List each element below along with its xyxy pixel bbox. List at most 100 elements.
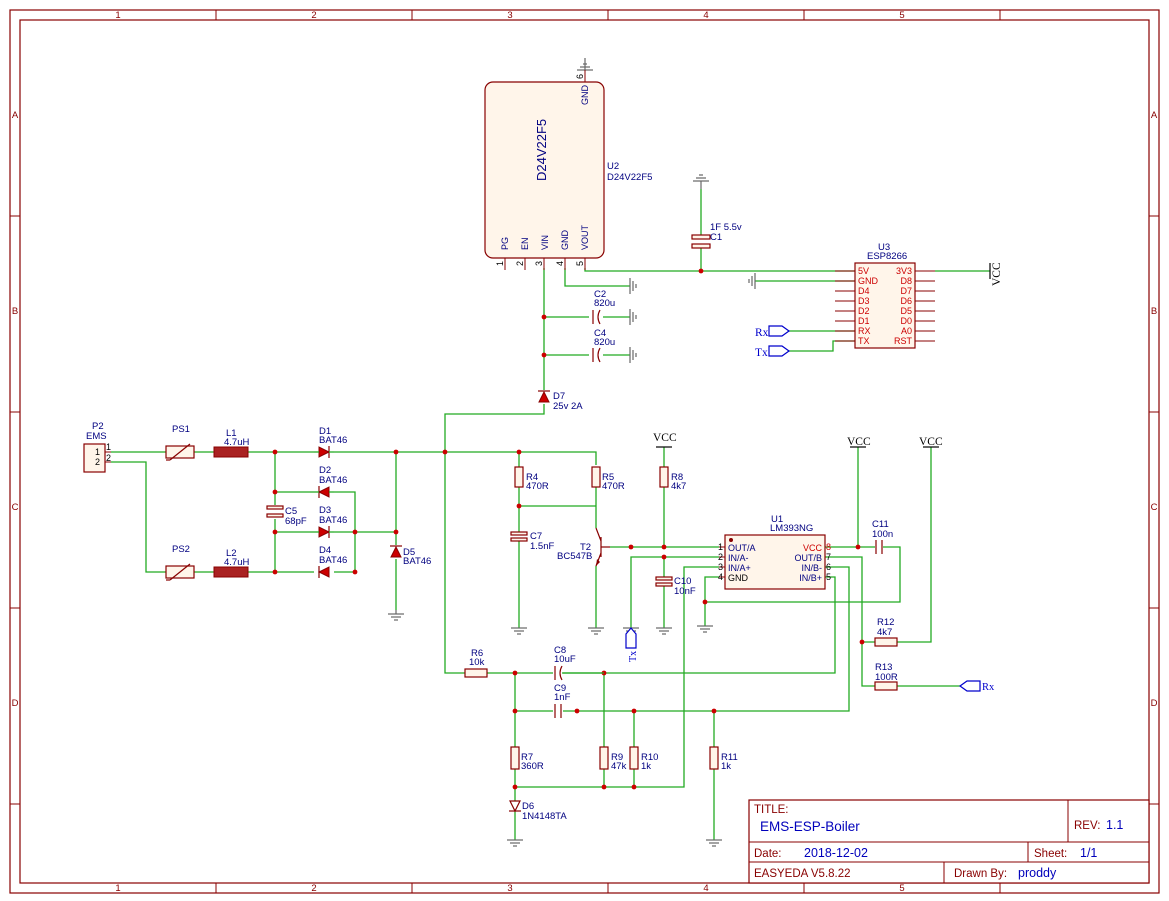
tx-label-comparator: Tx	[628, 651, 639, 662]
d1-diode[interactable]: D1 BAT46	[314, 426, 347, 458]
ps2-polyfuse[interactable]: PS2	[165, 544, 195, 581]
ground-icon	[656, 627, 672, 635]
r4-resistor[interactable]: R4 470R	[514, 466, 549, 492]
c2-capacitor[interactable]: C2 820u	[592, 289, 615, 325]
u2-pin3-name: VIN	[540, 235, 550, 250]
u1-pin1-name: OUT/A	[728, 543, 756, 553]
c7-ref: C7	[530, 531, 542, 542]
u2-regulator[interactable]: D24V22F5 PG EN VIN GND VOUT GND 1 2 3 4 …	[484, 70, 652, 270]
ground-icon	[507, 839, 523, 847]
c10-ref: C10	[674, 576, 691, 587]
d4-ref: D4	[319, 545, 331, 556]
frame-col-1-bottom: 1	[115, 883, 120, 894]
d7-diode[interactable]: D7 25v 2A	[538, 390, 583, 412]
r7-resistor[interactable]: R7 360R	[510, 746, 544, 772]
c1-value: 1F 5.5v	[710, 222, 742, 233]
u2-pin6-name: GND	[580, 85, 590, 106]
u2-pin1-name: PG	[500, 237, 510, 250]
d4-value: BAT46	[319, 555, 347, 566]
u3-pin-d6: D6	[900, 296, 912, 306]
c2-ref: C2	[594, 289, 606, 300]
d3-value: BAT46	[319, 515, 347, 526]
u1-ref: U1	[771, 514, 783, 525]
c9-capacitor[interactable]: C9 1nF	[554, 683, 571, 718]
r6-ref: R6	[471, 648, 483, 659]
p2-connector[interactable]: 1 2 1 2 P2 EMS	[83, 421, 111, 473]
c5-capacitor[interactable]: C5 68pF	[266, 505, 307, 527]
l2-inductor[interactable]: L2 4.7uH	[213, 548, 249, 578]
d3-diode[interactable]: D3 BAT46	[310, 505, 347, 538]
d6-diode[interactable]: D6 1N4148TA	[509, 800, 567, 822]
r10-ref: R10	[641, 752, 658, 763]
ground-icon	[588, 627, 604, 635]
rx-net-tag-output[interactable]: Rx	[958, 680, 995, 693]
r11-resistor[interactable]: R11 1k	[709, 746, 738, 772]
r9-resistor[interactable]: R9 47k	[599, 746, 627, 772]
c4-value: 820u	[594, 337, 615, 348]
u3-pin-d7: D7	[900, 286, 912, 296]
u2-pin4-number: 4	[555, 261, 565, 266]
frame-col-5-top: 5	[899, 10, 904, 21]
ground-icon	[697, 625, 713, 633]
frame-row-b-left: B	[12, 306, 18, 317]
u1-pin7-name: OUT/B	[794, 553, 822, 563]
l1-inductor[interactable]: L1 4.7uH	[213, 428, 249, 458]
frame-col-1-top: 1	[115, 10, 120, 21]
u3-esp8266[interactable]: 5V GND D4 D3 D2 D1 RX TX 3V3 D8 D7 D6 D5…	[835, 242, 935, 349]
ps1-polyfuse[interactable]: PS1	[165, 424, 195, 461]
frame-col-3-top: 3	[507, 10, 512, 21]
u3-pin-d2: D2	[858, 306, 870, 316]
rx-label-esp: Rx	[755, 327, 769, 339]
t2-transistor[interactable]: T2 BC547B	[557, 527, 610, 567]
r8-resistor[interactable]: R8 4k7	[659, 466, 686, 492]
rev-label: REV:	[1074, 820, 1100, 832]
c2-value: 820u	[594, 298, 615, 309]
d1-ref: D1	[319, 426, 331, 437]
title-block: TITLE: EMS-ESP-Boiler REV: 1.1 Date: 201…	[748, 799, 1150, 884]
d4-diode[interactable]: D4 BAT46	[317, 545, 347, 578]
frame-row-a-left: A	[12, 110, 19, 121]
u1-pin7-number: 7	[826, 552, 831, 562]
r13-resistor[interactable]: R13 100R	[874, 662, 898, 691]
d2-value: BAT46	[319, 475, 347, 486]
ground-icon	[629, 347, 637, 363]
tx-net-tag-esp[interactable]: Tx	[755, 345, 791, 359]
c4-capacitor[interactable]: C4 820u	[592, 328, 615, 363]
r5-value: 470R	[602, 481, 625, 492]
c11-ref: C11	[872, 519, 889, 530]
r10-resistor[interactable]: R10 1k	[629, 746, 658, 772]
ground-icon	[629, 309, 637, 325]
c9-value: 1nF	[554, 692, 571, 703]
c7-capacitor[interactable]: C7 1.5nF	[510, 531, 554, 552]
p2-pin1-right: 1	[106, 442, 111, 452]
r11-value: 1k	[721, 761, 731, 772]
drawn-by-label: Drawn By:	[954, 868, 1007, 880]
d7-value: 25v 2A	[553, 401, 583, 412]
r5-resistor[interactable]: R5 470R	[591, 466, 625, 492]
p2-ref: P2	[92, 421, 104, 432]
c5-ref: C5	[285, 506, 297, 517]
ground-icon	[629, 278, 637, 294]
u2-body-text: D24V22F5	[534, 119, 549, 181]
c8-capacitor[interactable]: C8 10uF	[554, 645, 604, 681]
c11-capacitor[interactable]: C11 100n	[872, 519, 893, 554]
r6-resistor[interactable]: R6 10k	[464, 648, 488, 678]
c1-capacitor[interactable]: 1F 5.5v C1	[691, 222, 742, 249]
p2-pin2-right: 2	[106, 453, 111, 463]
c10-capacitor[interactable]: C10 10nF	[655, 576, 696, 597]
d5-value: BAT46	[403, 556, 431, 567]
vcc-label-esp: VCC	[991, 262, 1003, 286]
c10-value: 10nF	[674, 586, 696, 597]
u1-comparator[interactable]: 1 2 3 4 OUT/A IN/A- IN/A+ GND VCC OUT/B …	[718, 514, 831, 590]
r5-ref: R5	[602, 472, 614, 483]
rx-net-tag-esp[interactable]: Rx	[755, 325, 791, 339]
d5-diode[interactable]: D5 BAT46	[390, 545, 431, 567]
d2-diode[interactable]: D2 BAT46	[310, 465, 347, 498]
r12-resistor[interactable]: R12 4k7	[874, 617, 898, 647]
r9-value: 47k	[611, 761, 627, 772]
tx-net-tag-comparator[interactable]: Tx	[625, 627, 639, 662]
c1-ref: C1	[710, 232, 722, 243]
frame-col-5-bottom: 5	[899, 883, 904, 894]
frame-row-a-right: A	[1151, 110, 1158, 121]
u2-pin6-number: 6	[575, 74, 585, 79]
